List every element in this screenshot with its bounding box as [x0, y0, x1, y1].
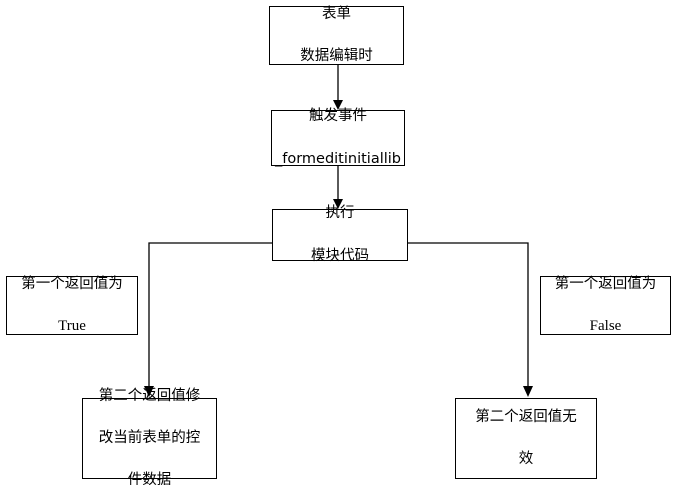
edge-form-edit-to-trigger-event	[333, 65, 343, 110]
node-return-false: 第一个返回值为 False	[540, 276, 671, 335]
node-trigger-event-line2: _formeditinitiallib	[274, 150, 402, 167]
node-return-true-line2: True	[58, 317, 86, 334]
node-exec-module-line1: 执行	[325, 205, 355, 222]
node-form-edit: 表单 数据编辑时	[269, 6, 404, 65]
node-return-true: 第一个返回值为 True	[6, 276, 138, 335]
node-modify-data: 第二个返回值修 改当前表单的控 件数据	[82, 388, 217, 485]
node-trigger-event-line1: 触发事件	[308, 108, 367, 125]
node-form-edit-line2: 数据编辑时	[300, 48, 373, 65]
node-return-true-line1: 第一个返回值为	[21, 275, 123, 292]
node-exec-module: 执行 模块代码	[272, 205, 408, 264]
node-trigger-event: 触发事件 _formeditinitiallib	[271, 108, 405, 167]
node-modify-data-line2: 改当前表单的控	[98, 430, 201, 446]
node-modify-data-line1: 第二个返回值修	[98, 387, 201, 404]
edge-exec-module-to-modify-data	[144, 242, 272, 397]
edge-trigger-event-to-exec-module	[333, 166, 343, 209]
edge-exec-module-to-invalid-data	[408, 242, 533, 397]
node-exec-module-line2: 模块代码	[311, 247, 369, 264]
node-invalid-data: 第二个返回值无 效	[455, 398, 597, 479]
node-form-edit-line1: 表单	[322, 5, 351, 22]
node-return-false-line1: 第一个返回值为	[554, 275, 657, 292]
node-modify-data-line3: 件数据	[127, 472, 172, 485]
node-return-false-line2: False	[589, 317, 622, 334]
node-invalid-data-line2: 效	[518, 451, 534, 468]
node-invalid-data-line1: 第二个返回值无	[475, 408, 577, 425]
